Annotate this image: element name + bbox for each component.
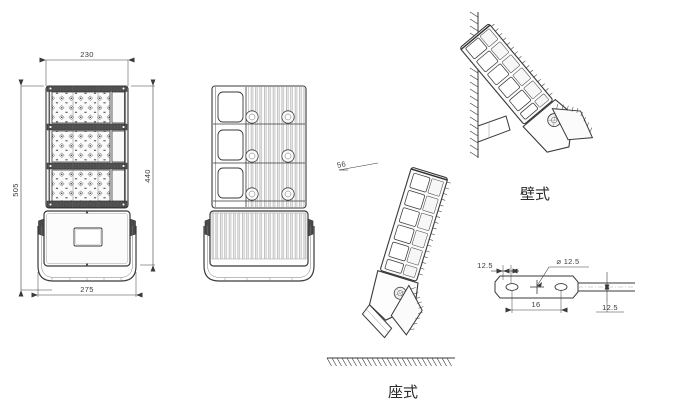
dimension-505-label: 505 (11, 183, 20, 196)
front-led-head (45, 85, 129, 209)
dimension-16-label: 16 (532, 300, 541, 309)
rear-view (203, 85, 315, 282)
wall-mount-bracket (551, 104, 594, 141)
rear-cavities (215, 87, 247, 207)
base-mount-view: 56 (326, 159, 455, 401)
base-mount-bracket (390, 284, 424, 336)
led-module-1 (51, 91, 126, 124)
led-module-2 (51, 130, 126, 163)
wall-mount-luminaire (460, 23, 594, 153)
base-mount-head (380, 167, 451, 282)
bracket-plate (494, 275, 579, 299)
bracket-hole-left (505, 283, 519, 291)
dimension-440-label: 440 (143, 169, 152, 182)
ground-line (326, 357, 455, 367)
rear-u-bracket (203, 226, 315, 282)
front-u-bracket (37, 226, 137, 282)
bracket-hole-right (554, 283, 568, 291)
dimension-275-label: 275 (80, 285, 93, 294)
rail-bottom (46, 200, 128, 208)
dimension-diameter-label: ⌀ 12.5 (557, 257, 580, 266)
dimension-56-label: 56 (336, 159, 347, 170)
front-view: 230 505 440 275 (11, 50, 156, 298)
dimension-275: 275 (31, 272, 143, 298)
heatsink-fins (248, 87, 305, 207)
wall-mount-view: 壁式 (460, 11, 594, 203)
base-mount-luminaire (361, 167, 451, 339)
center-mark (530, 280, 544, 294)
dimension-505: 505 (11, 79, 52, 297)
dimension-diameter: ⌀ 12.5 (536, 257, 589, 287)
wall-mount-head (460, 23, 553, 125)
wall-mount-label: 壁式 (520, 185, 550, 203)
dimension-440: 440 (131, 79, 156, 272)
base-mount-label: 座式 (388, 383, 418, 401)
led-module-3 (51, 169, 126, 202)
base-mount-foot (361, 303, 393, 339)
dimension-12-5-right: 12.5 (596, 272, 624, 313)
nameplate (73, 227, 103, 247)
dimension-12-5-right-label: 12.5 (602, 303, 618, 312)
dimension-16: 16 (505, 290, 568, 313)
dimension-12-5-left: 12.5 (477, 261, 519, 283)
rear-mounting-bosses (245, 110, 295, 201)
rear-driver-housing (204, 210, 314, 267)
wall-mount-arm (477, 115, 511, 143)
rail-mid-1 (46, 123, 128, 131)
dimension-56: 56 (336, 159, 379, 171)
front-driver-box (43, 210, 131, 267)
dimension-12-5-left-label: 12.5 (477, 261, 493, 270)
rail-top (46, 85, 128, 92)
bracket-detail-view: 12.5 ⌀ 12.5 16 12.5 (477, 257, 635, 313)
dimension-230: 230 (39, 50, 135, 86)
rail-mid-2 (46, 162, 128, 170)
dimension-230-label: 230 (80, 50, 93, 59)
